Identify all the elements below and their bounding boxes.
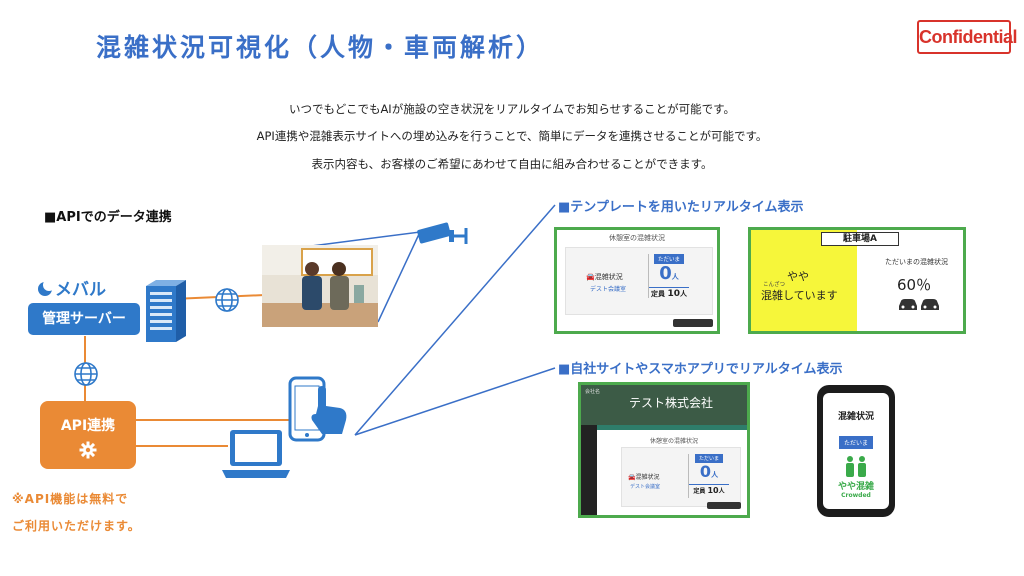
api-free-note: ※API機能は無料で ご利用いただけます。 — [12, 486, 141, 540]
template-occupancy-card: 休憩室の混雑状況 🚘混雑状況 デスト会議室 ただいま 0人 定員 10人 — [554, 227, 720, 334]
website-side-label: 会社名 — [585, 389, 601, 395]
gear-icon — [79, 441, 97, 459]
camera-icon — [417, 222, 468, 244]
globe-icon-middle — [74, 362, 98, 386]
parking-level-text: 混雑しています — [761, 289, 838, 302]
api-note-line-1: ※API機能は無料で — [12, 492, 129, 506]
website-hero: 会社名 テスト株式会社 — [581, 385, 747, 425]
api-box-label: API連携 — [60, 418, 116, 434]
parking-title: 駐車場A — [821, 232, 899, 246]
phone-status-en: Crowded — [841, 492, 871, 499]
api-section-heading: ■APIでのデータ連携 — [44, 210, 172, 225]
website-capacity-unit: 人 — [718, 488, 725, 495]
parking-level-top: やや — [787, 270, 809, 283]
website-capacity-value: 10 — [707, 486, 719, 495]
phone-app-card: 混雑状況 ただいま やや混雑 Crowded — [817, 385, 895, 517]
template-unit: 人 — [671, 273, 679, 281]
phone-status: やや混雑 — [837, 482, 874, 492]
website-nav-bar — [597, 425, 747, 430]
people-icon — [846, 456, 866, 477]
page-title: 混雑状況可視化（人物・車両解析） — [96, 33, 545, 62]
template-toolbar — [673, 319, 713, 327]
parking-percent: 60％ — [897, 276, 932, 294]
website-count: 0 — [699, 462, 712, 481]
people-photo — [262, 245, 378, 327]
website-now-label: ただいま — [695, 454, 723, 463]
logo-text: メバル — [55, 280, 106, 300]
template-capacity-value: 10 — [667, 289, 680, 299]
moon-icon — [38, 279, 55, 296]
template-count: 0 — [659, 263, 672, 284]
parking-occupancy-card: やや こんざつ 混雑しています 駐車場A ただいまの混雑状況 60％ — [748, 227, 966, 334]
car-icon-website: 🚘 — [628, 474, 636, 481]
confidential-stamp: Confidential — [917, 20, 1018, 54]
api-integration-box: API連携 — [40, 401, 136, 469]
server-icon — [146, 280, 186, 342]
template-capacity-label: 定員 — [651, 290, 666, 298]
website-company-name: テスト株式会社 — [629, 396, 714, 410]
website-capacity-label: 定員 — [693, 488, 706, 495]
api-note-line-2: ご利用いただけます。 — [12, 519, 141, 533]
car-icon-small: 🚘 — [586, 273, 595, 281]
template-section-heading: ■テンプレートを用いたリアルタイム表示 — [558, 200, 804, 215]
website-place: デスト会議室 — [630, 484, 661, 490]
intro-line-1: いつでもどこでもAIが施設の空き状況をリアルタイムでお知らせすることが可能です。 — [289, 102, 735, 116]
website-toolbar — [707, 502, 741, 509]
parking-ruby: こんざつ — [763, 282, 786, 288]
template-capacity-unit: 人 — [679, 290, 687, 298]
smartphone-tap-icon — [288, 376, 347, 442]
intro-line-3: 表示内容も、お客様のご希望にあわせて自由に組み合わせることができます。 — [311, 157, 713, 171]
template-now-label: ただいま — [654, 254, 684, 264]
globe-icon-top — [215, 288, 239, 312]
laptop-icon — [222, 430, 290, 478]
phone-title: 混雑状況 — [837, 412, 874, 422]
website-card-header: 休憩室の混雑状況 — [649, 438, 698, 445]
intro-line-2: API連携や混雑表示サイトへの埋め込みを行うことで、簡単にデータを連携させること… — [256, 129, 768, 143]
phone-now-label: ただいま — [839, 436, 873, 449]
cars-icon — [899, 299, 939, 310]
own-site-section-heading: ■自社サイトやスマホアプリでリアルタイム表示 — [558, 362, 843, 377]
website-sidebar — [581, 425, 597, 515]
parking-now-label: ただいまの混雑状況 — [885, 258, 948, 266]
website-unit: 人 — [711, 471, 719, 479]
mebaru-logo: メバル — [38, 275, 106, 300]
parking-highlight-panel: やや こんざつ 混雑しています — [751, 230, 857, 331]
template-card-header: 休憩室の混雑状況 — [609, 234, 665, 242]
template-status-label: 混雑状況 — [594, 273, 623, 281]
management-server-label: 管理サーバー — [28, 303, 140, 335]
template-place: デスト会議室 — [590, 286, 627, 293]
website-status-label: 混雑状況 — [635, 474, 660, 481]
website-embed-card: 会社名 テスト株式会社 休憩室の混雑状況 🚘混雑状況 デスト会議室 ただいま 0… — [578, 382, 750, 518]
